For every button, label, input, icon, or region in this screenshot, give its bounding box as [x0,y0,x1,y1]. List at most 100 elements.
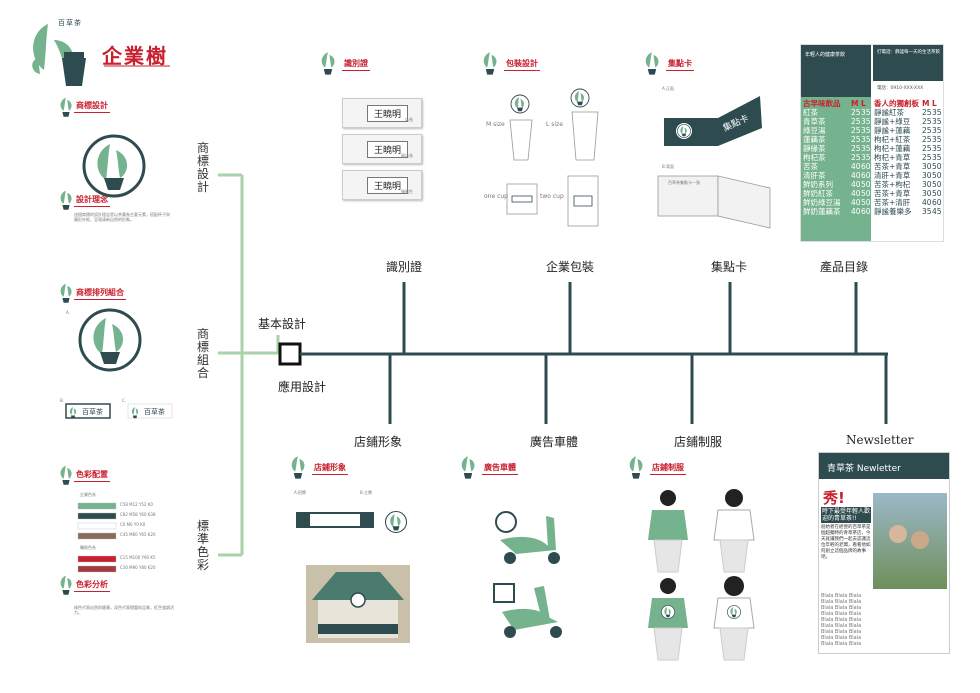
branch-label-standard-color: 標準色彩 [196,519,209,572]
leaf-icon [60,283,72,303]
leaf-icon [60,575,72,595]
section-design-concept: 設計理念 [74,194,110,207]
combo-label-b: B. [60,398,65,403]
catalog: 年輕人的健康茶飲 打電話：靜謐每一天的生活茶飲 電話：0910-XXX-XXX … [800,44,944,242]
combo-logo-b [65,403,111,419]
catalog-header-right: 打電話：靜謐每一天的生活茶飲 [877,50,940,55]
label-basic-design: 基本設計 [258,317,307,331]
upper-stems [402,282,858,354]
stamp-back-title: 百草茶集點卡一張 [668,180,700,185]
newsletter-filler-line: Blala Blala Blala [821,635,862,641]
section-uniform: 店鋪制服 [650,462,686,475]
leaf-icon [60,97,72,117]
newsletter-filler-line: Blala Blala Blala [821,611,862,617]
color-title-main: 企業色系 [80,492,96,497]
packaging-illustrations [506,88,599,227]
leaf-icon [321,52,335,75]
brand-small-text: 百草茶 [58,19,82,27]
node-store-image: 店鋪形象 [354,435,403,449]
combo-logo-c [127,403,173,419]
size-m: M size [486,121,505,128]
newsletter-filler-line: Blala Blala Blala [821,629,862,635]
newsletter-filler-line: Blala Blala Blala [821,623,862,629]
newsletter-intro: 時下最受年輕人歡迎的青草茶!! [821,507,871,523]
color-swatch [77,502,117,510]
node-uniform: 店鋪制服 [674,435,723,449]
size-one-cup: one cup [484,193,508,200]
brand-title: 企業樹 [102,44,168,68]
section-color-analysis: 色彩分析 [74,579,110,592]
stamp-card-illustration [657,96,771,229]
round-logo-main [82,134,146,198]
newsletter-headline: 秀! [823,489,845,507]
node-newsletter: Newsletter [846,433,914,447]
section-id-card: 識別證 [342,58,370,71]
section-logo-design: 商標設計 [74,100,110,113]
label-applied-design: 應用設計 [278,380,327,394]
concept-text: 這個商標的設計理念是以茶葉為主要元素，搭配杯子與圓形外框，呈現清新自然的形象。 [74,212,170,222]
leaf-icon [645,52,659,75]
combo-label-a: A. [66,310,70,315]
section-color-config: 色彩配置 [74,469,110,482]
leaf-icon [291,456,305,479]
stamp-sub-b: B.背面 [662,164,675,169]
newsletter-filler-line: Blala Blala Blala [821,641,862,647]
color-swatch [77,565,117,573]
newsletter-title: 青草茶 Newletter [827,464,901,474]
color-swatch [77,555,117,563]
color-swatch [77,532,117,540]
lower-stems [388,354,888,424]
color-code: C58 M12 Y52 K0 [120,502,153,507]
id-card-3: 王曉明 服務生 [342,170,422,200]
store-sub-b: B.立牌 [360,490,373,495]
node-vehicle: 廣告車體 [530,435,579,449]
store-illustrations [296,510,410,643]
leaf-icon [60,190,72,210]
combo-label-c: C. [122,398,127,403]
leaf-icon [461,456,475,479]
combo-logo-text-b: 百草茶 [82,408,103,416]
leaf-icon [60,465,72,485]
node-packaging: 企業包裝 [546,260,595,274]
node-catalog: 產品目錄 [820,260,869,274]
leaf-icon [629,456,643,479]
size-two-cup: two cup [540,193,564,200]
store-sub-a: A.招牌 [294,490,306,495]
brand-logo [32,24,86,86]
leaf-icon [483,52,497,75]
trunk-bracket [218,173,290,557]
branch-label-logo-design: 商標設計 [196,141,209,194]
node-id-card: 識別證 [386,260,423,274]
node-stamp-card: 集點卡 [711,260,748,274]
stamp-sub-a: A.正面 [662,86,674,91]
color-code: C45 M60 Y65 K20 [120,532,156,537]
analysis-text: 綠色代表自然與健康，深色代表穩重與品質，紅色強調活力。 [74,605,174,615]
section-store-image: 店鋪形象 [312,462,348,475]
section-vehicle: 廣告車體 [482,462,518,475]
round-logo-combo [78,308,142,372]
color-title-aux: 輔助色系 [80,545,96,550]
section-stamp-card: 集點卡 [666,58,694,71]
newsletter: 青草茶 Newletter 秀! 時下最受年輕人歡迎的青草茶!! 創始者在經營的… [818,452,950,654]
scooter-illustrations [493,511,562,638]
